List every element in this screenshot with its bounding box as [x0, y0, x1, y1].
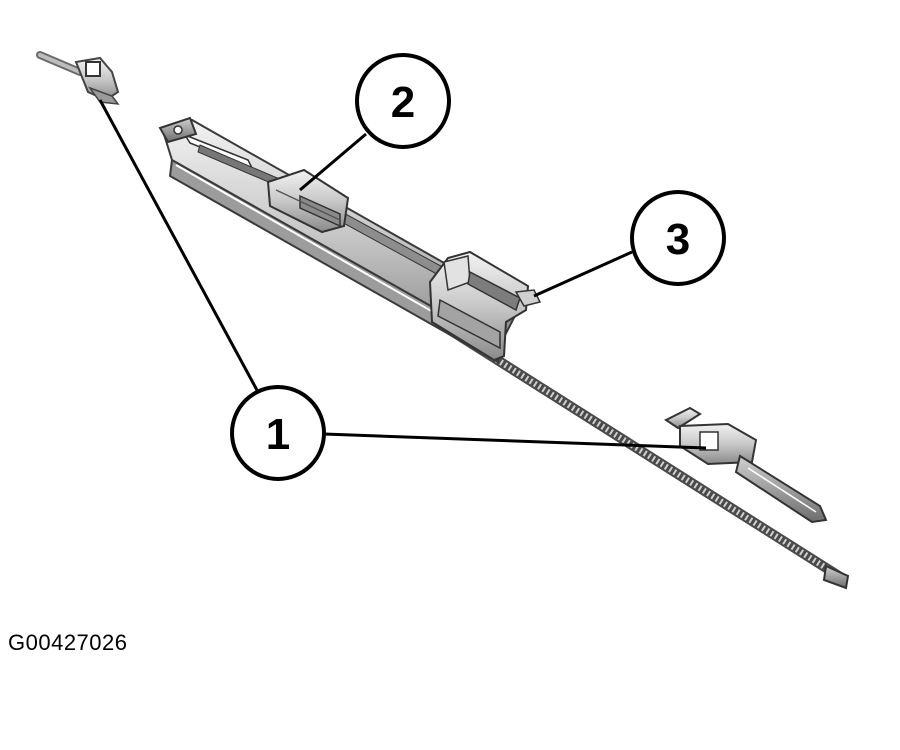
callout-3-label: 3 [666, 215, 690, 264]
callout-3: 3 [630, 190, 726, 286]
leader-line-1-upper [98, 99, 260, 393]
leader-lines [98, 99, 707, 450]
callout-2-label: 2 [391, 78, 415, 127]
callout-1: 1 [230, 385, 326, 481]
slider-clip [266, 168, 350, 234]
callout-1-label: 1 [266, 410, 290, 459]
threaded-cable [445, 325, 850, 590]
leader-line-2 [299, 132, 367, 192]
cable-end-fitting-right [664, 406, 828, 524]
figure-id: G00427026 [8, 630, 128, 655]
guide-carrier [428, 250, 542, 362]
cable-end-fitting-left [36, 51, 120, 105]
callout-2: 2 [355, 53, 451, 149]
leader-line-1-lower [323, 432, 707, 450]
leader-line-3 [533, 250, 633, 298]
